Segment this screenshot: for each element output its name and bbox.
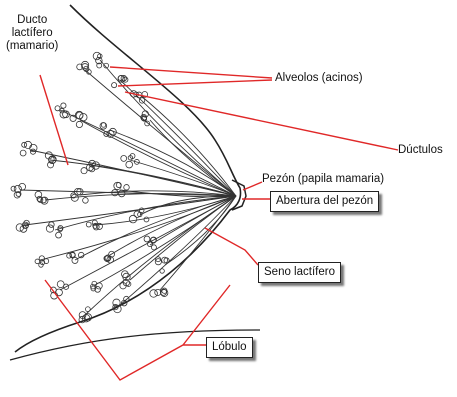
- breast-outline: [15, 5, 241, 352]
- duct-branch: [95, 196, 236, 285]
- label-alveolos: Alveolos (acinos): [275, 72, 363, 85]
- alveolus: [61, 103, 66, 108]
- alveolus: [124, 185, 130, 191]
- leader-ductulos: [125, 92, 398, 150]
- label-lobulo: Lóbulo: [206, 337, 253, 358]
- alveolus: [46, 225, 53, 232]
- duct-tree: [20, 60, 236, 315]
- alveolus: [112, 83, 117, 88]
- label-ducto-lactifero: Ducto lactífero (mamario): [6, 14, 58, 53]
- alveolus: [85, 307, 90, 312]
- duct-branch: [55, 196, 236, 230]
- alveolus: [81, 168, 87, 174]
- leader-alveolos-2: [118, 80, 272, 86]
- alveolus: [114, 182, 121, 189]
- alveolus: [19, 183, 26, 190]
- leader-seno: [205, 228, 258, 265]
- alveolus: [126, 161, 133, 168]
- alveolus: [121, 271, 128, 278]
- alveolus: [83, 198, 89, 204]
- label-seno-lactifero: Seno lactífero: [258, 262, 341, 283]
- alveolus: [93, 52, 101, 60]
- alveolus: [151, 245, 156, 250]
- alveolus: [126, 282, 131, 287]
- alveolus: [76, 121, 82, 127]
- alveolus: [55, 106, 60, 111]
- leader-pezon: [243, 182, 262, 190]
- alveolus: [160, 269, 164, 273]
- alveolus: [144, 236, 150, 242]
- alveolus: [56, 232, 62, 238]
- duct-branch: [40, 196, 236, 260]
- leader-alveolos-1: [110, 67, 272, 78]
- alveolus: [144, 217, 149, 222]
- leader-ducto: [40, 75, 68, 165]
- label-ductulos: Dúctulos: [398, 144, 443, 157]
- alveolus: [150, 290, 158, 298]
- alveolus: [121, 155, 127, 161]
- alveolus: [20, 150, 26, 156]
- duct-branch: [160, 196, 236, 290]
- alveolus: [101, 123, 105, 127]
- label-abertura-del-pezon: Abertura del pezón: [270, 191, 379, 212]
- label-pezon: Pezón (papila mamaria): [262, 173, 384, 186]
- alveolus: [35, 259, 40, 264]
- alveolus: [86, 222, 91, 227]
- alveolus: [129, 215, 137, 223]
